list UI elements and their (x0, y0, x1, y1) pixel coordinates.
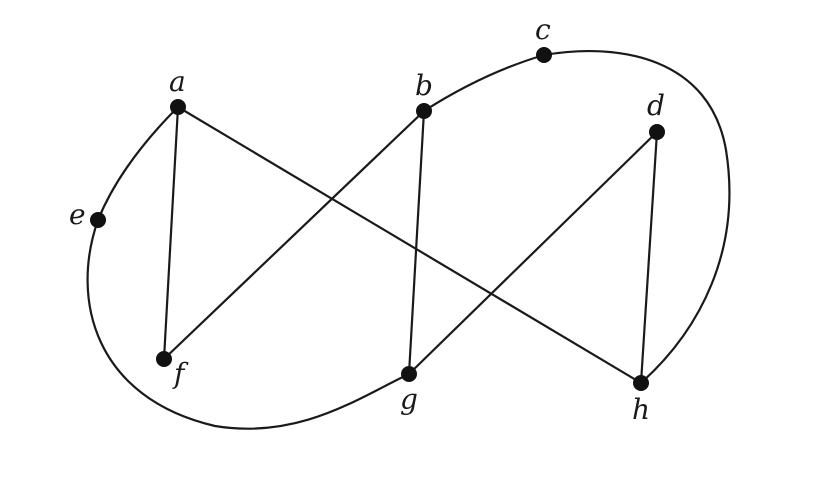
vertex-label-b: b (415, 69, 433, 102)
graph-edges (86, 49, 731, 430)
vertex-c (536, 47, 552, 63)
edge-a-e (96, 105, 180, 222)
vertex-g (401, 366, 417, 382)
vertex-a (170, 99, 186, 115)
vertex-label-g: g (400, 383, 418, 416)
vertex-label-c: c (535, 13, 551, 46)
graph-vertices (90, 47, 665, 391)
edge-a-h (176, 105, 643, 385)
edge-e-g (86, 218, 411, 430)
vertex-label-f: f (172, 357, 189, 390)
graph-labels: a b c d e f g h (69, 13, 665, 426)
vertex-b (416, 103, 432, 119)
edge-a-f (162, 105, 180, 361)
edge-b-c (422, 53, 546, 113)
edge-d-h (639, 130, 659, 385)
vertex-label-a: a (169, 65, 186, 98)
vertex-e (90, 212, 106, 228)
vertex-label-e: e (69, 198, 86, 231)
edge-d-g (407, 130, 659, 376)
vertex-h (633, 375, 649, 391)
vertex-label-d: d (647, 89, 665, 122)
edge-c-h (542, 49, 731, 385)
vertex-f (156, 351, 172, 367)
edge-b-g (407, 109, 426, 376)
edge-b-f (162, 109, 426, 361)
vertex-d (649, 124, 665, 140)
vertex-label-h: h (632, 393, 650, 426)
